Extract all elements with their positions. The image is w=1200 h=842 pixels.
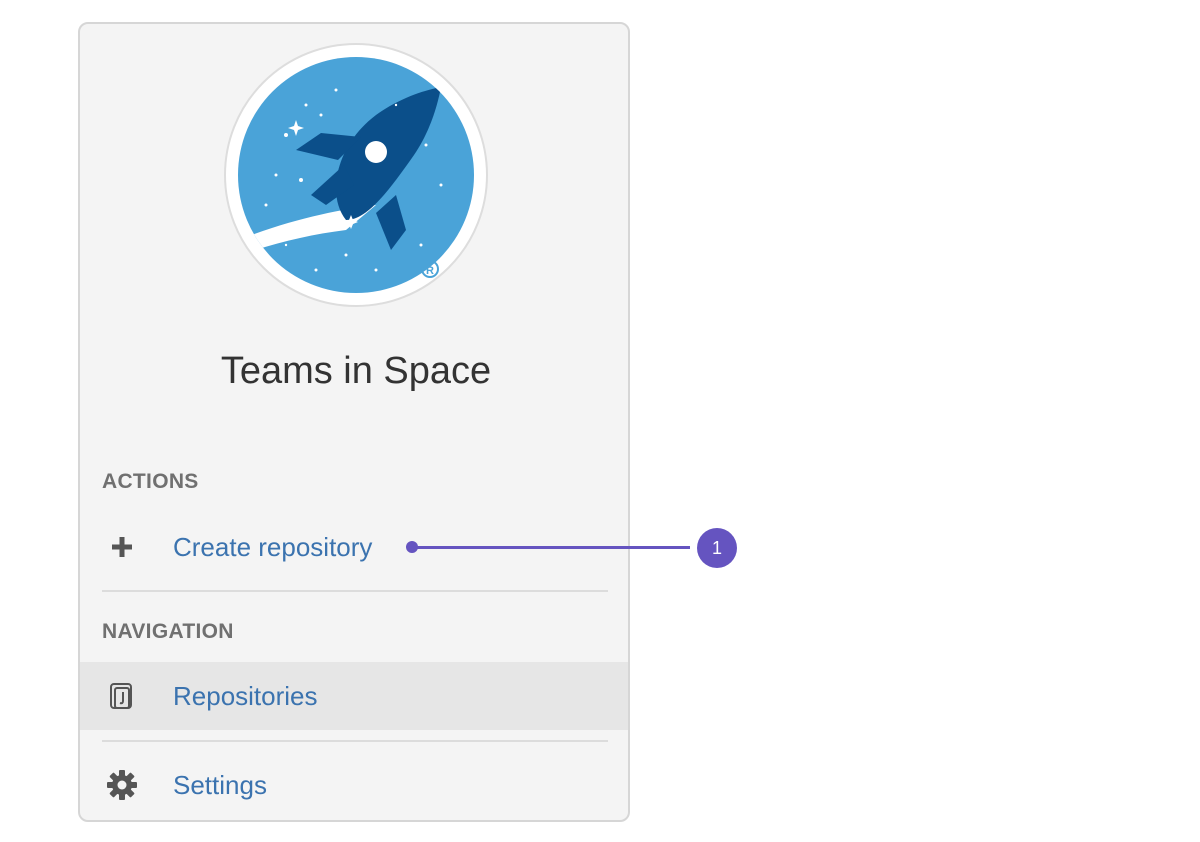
callout-connector-line: [412, 546, 690, 549]
svg-text:R: R: [426, 265, 434, 277]
repository-icon: [106, 680, 138, 712]
create-repository-link[interactable]: Create repository: [80, 514, 628, 580]
navigation-heading: NAVIGATION: [102, 620, 234, 643]
project-sidebar: R Teams in Space ACTIONS Create reposito…: [78, 22, 630, 822]
gear-icon: [106, 769, 138, 801]
project-title: Teams in Space: [220, 350, 492, 392]
plus-icon: [106, 531, 138, 563]
sidebar-item-settings[interactable]: Settings: [80, 752, 628, 818]
create-repository-label: Create repository: [173, 531, 373, 562]
divider: [102, 740, 608, 742]
rocket-logo-icon: R: [238, 57, 474, 293]
sidebar-item-repositories[interactable]: Repositories: [80, 662, 628, 730]
project-avatar: R: [224, 43, 488, 307]
divider: [102, 590, 608, 592]
callout-anchor-dot: [406, 541, 418, 553]
sidebar-item-settings-label: Settings: [173, 769, 267, 800]
actions-heading: ACTIONS: [102, 470, 199, 493]
sidebar-item-repositories-label: Repositories: [173, 680, 318, 711]
callout-number-badge: 1: [697, 528, 737, 568]
